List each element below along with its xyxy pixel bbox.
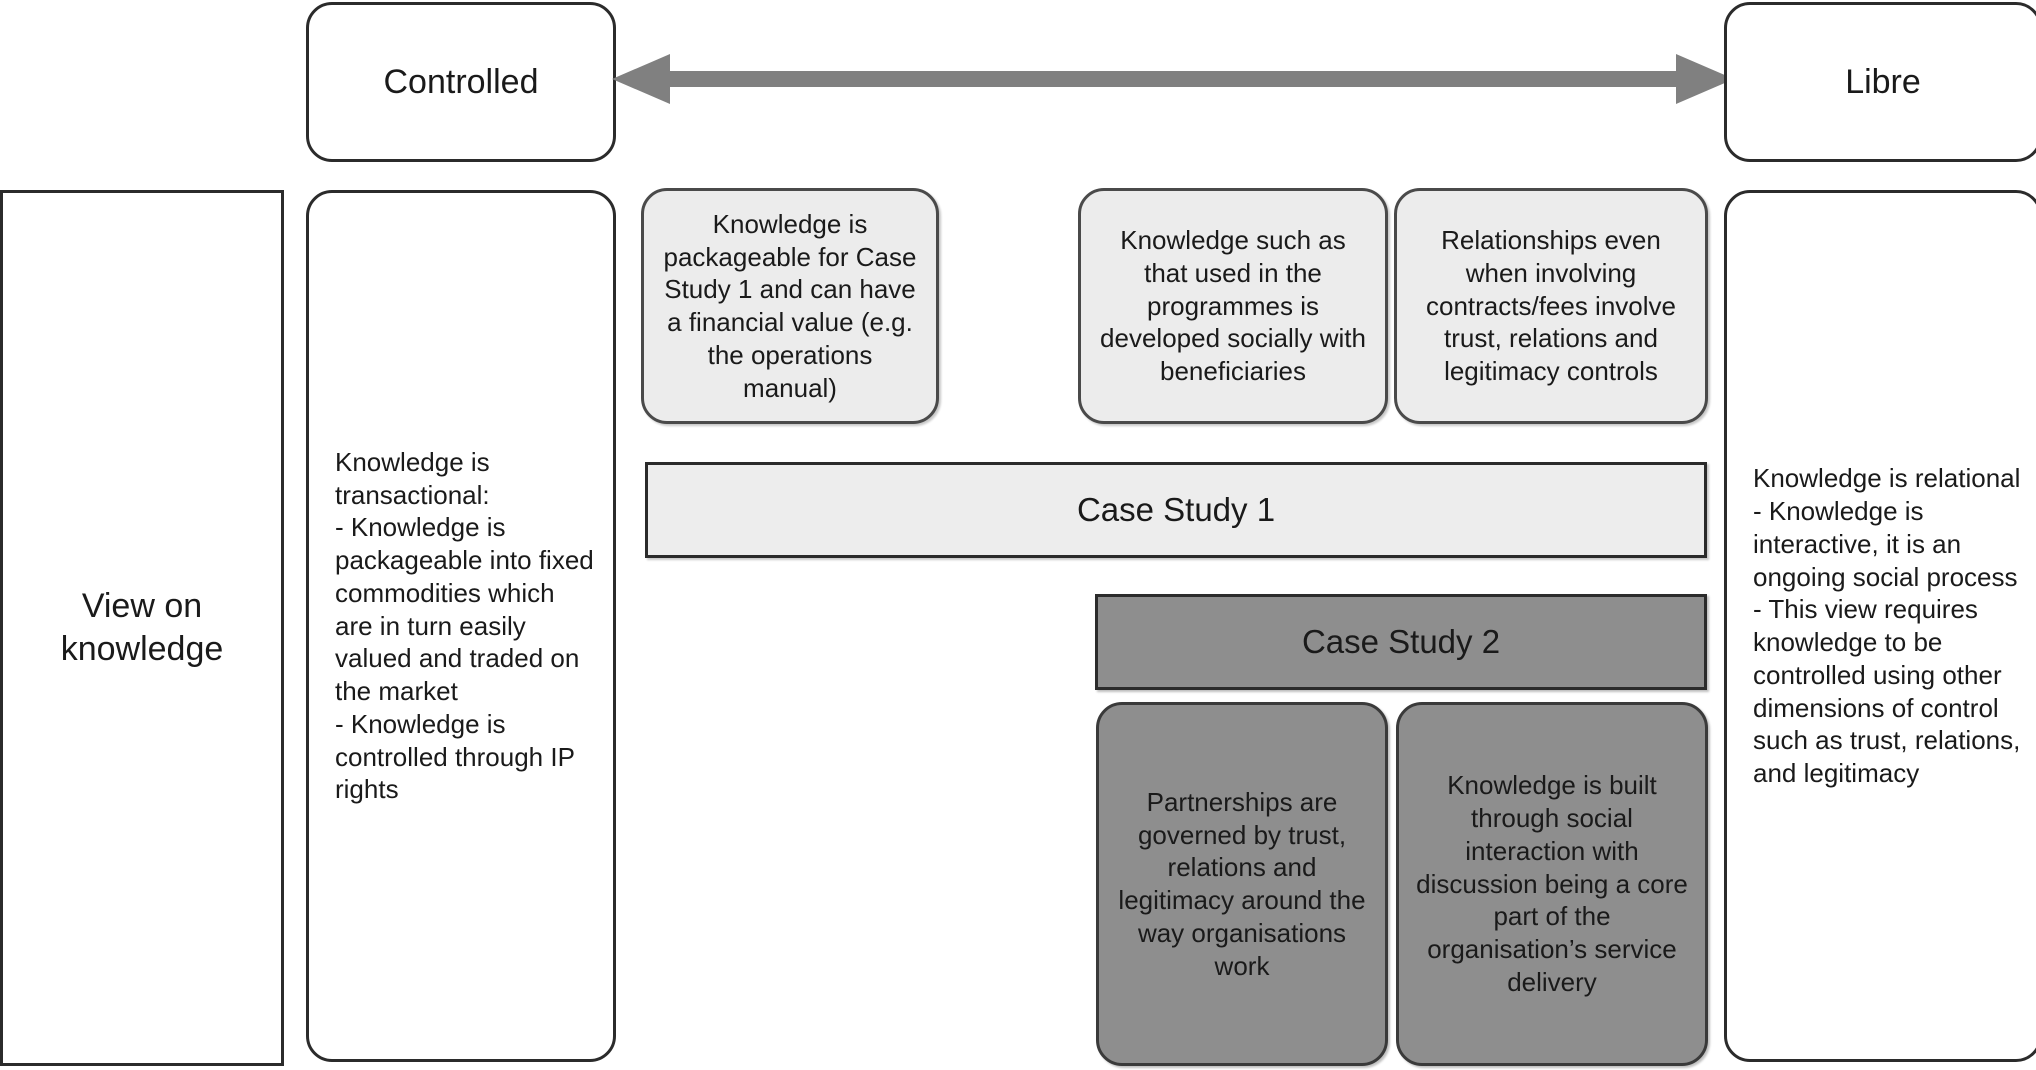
evidence-box-cs1-packageable-text: Knowledge is packageable for Case Study … (663, 208, 917, 403)
pole-label-controlled: Controlled (383, 62, 539, 101)
case-bar-case-study-2: Case Study 2 (1095, 594, 1707, 690)
case-bar-case-study-1-label: Case Study 1 (1076, 491, 1276, 529)
pole-box-controlled: Controlled (306, 2, 616, 162)
column-detail-controlled-text: Knowledge is transactional: - Knowledge … (335, 446, 594, 805)
evidence-box-cs2-social-interaction-text: Knowledge is built through social intera… (1416, 770, 1688, 997)
pole-label-libre: Libre (1845, 62, 1921, 101)
column-detail-libre-text: Knowledge is relational - Knowledge is i… (1753, 463, 2021, 788)
case-bar-case-study-2-label: Case Study 2 (1301, 623, 1501, 661)
controlled-libre-double-arrow (612, 48, 1734, 110)
evidence-box-cs1-social-text: Knowledge such as that used in the progr… (1100, 225, 1366, 387)
evidence-box-cs2-social-interaction: Knowledge is built through social intera… (1396, 702, 1708, 1066)
pole-box-libre: Libre (1724, 2, 2036, 162)
evidence-box-cs1-relationships-text: Relationships even when involving contra… (1425, 225, 1676, 387)
evidence-box-cs2-partnerships-text: Partnerships are governed by trust, rela… (1118, 786, 1366, 981)
row-label-text: View on knowledge (60, 587, 224, 668)
column-detail-controlled: Knowledge is transactional: - Knowledge … (306, 190, 616, 1062)
evidence-box-cs1-social: Knowledge such as that used in the progr… (1078, 188, 1388, 424)
case-bar-case-study-1: Case Study 1 (645, 462, 1707, 558)
evidence-box-cs1-relationships: Relationships even when involving contra… (1394, 188, 1708, 424)
evidence-box-cs2-partnerships: Partnerships are governed by trust, rela… (1096, 702, 1388, 1066)
row-label-view-on-knowledge: View on knowledge (0, 190, 284, 1066)
column-detail-libre: Knowledge is relational - Knowledge is i… (1724, 190, 2036, 1062)
evidence-box-cs1-packageable: Knowledge is packageable for Case Study … (641, 188, 939, 424)
